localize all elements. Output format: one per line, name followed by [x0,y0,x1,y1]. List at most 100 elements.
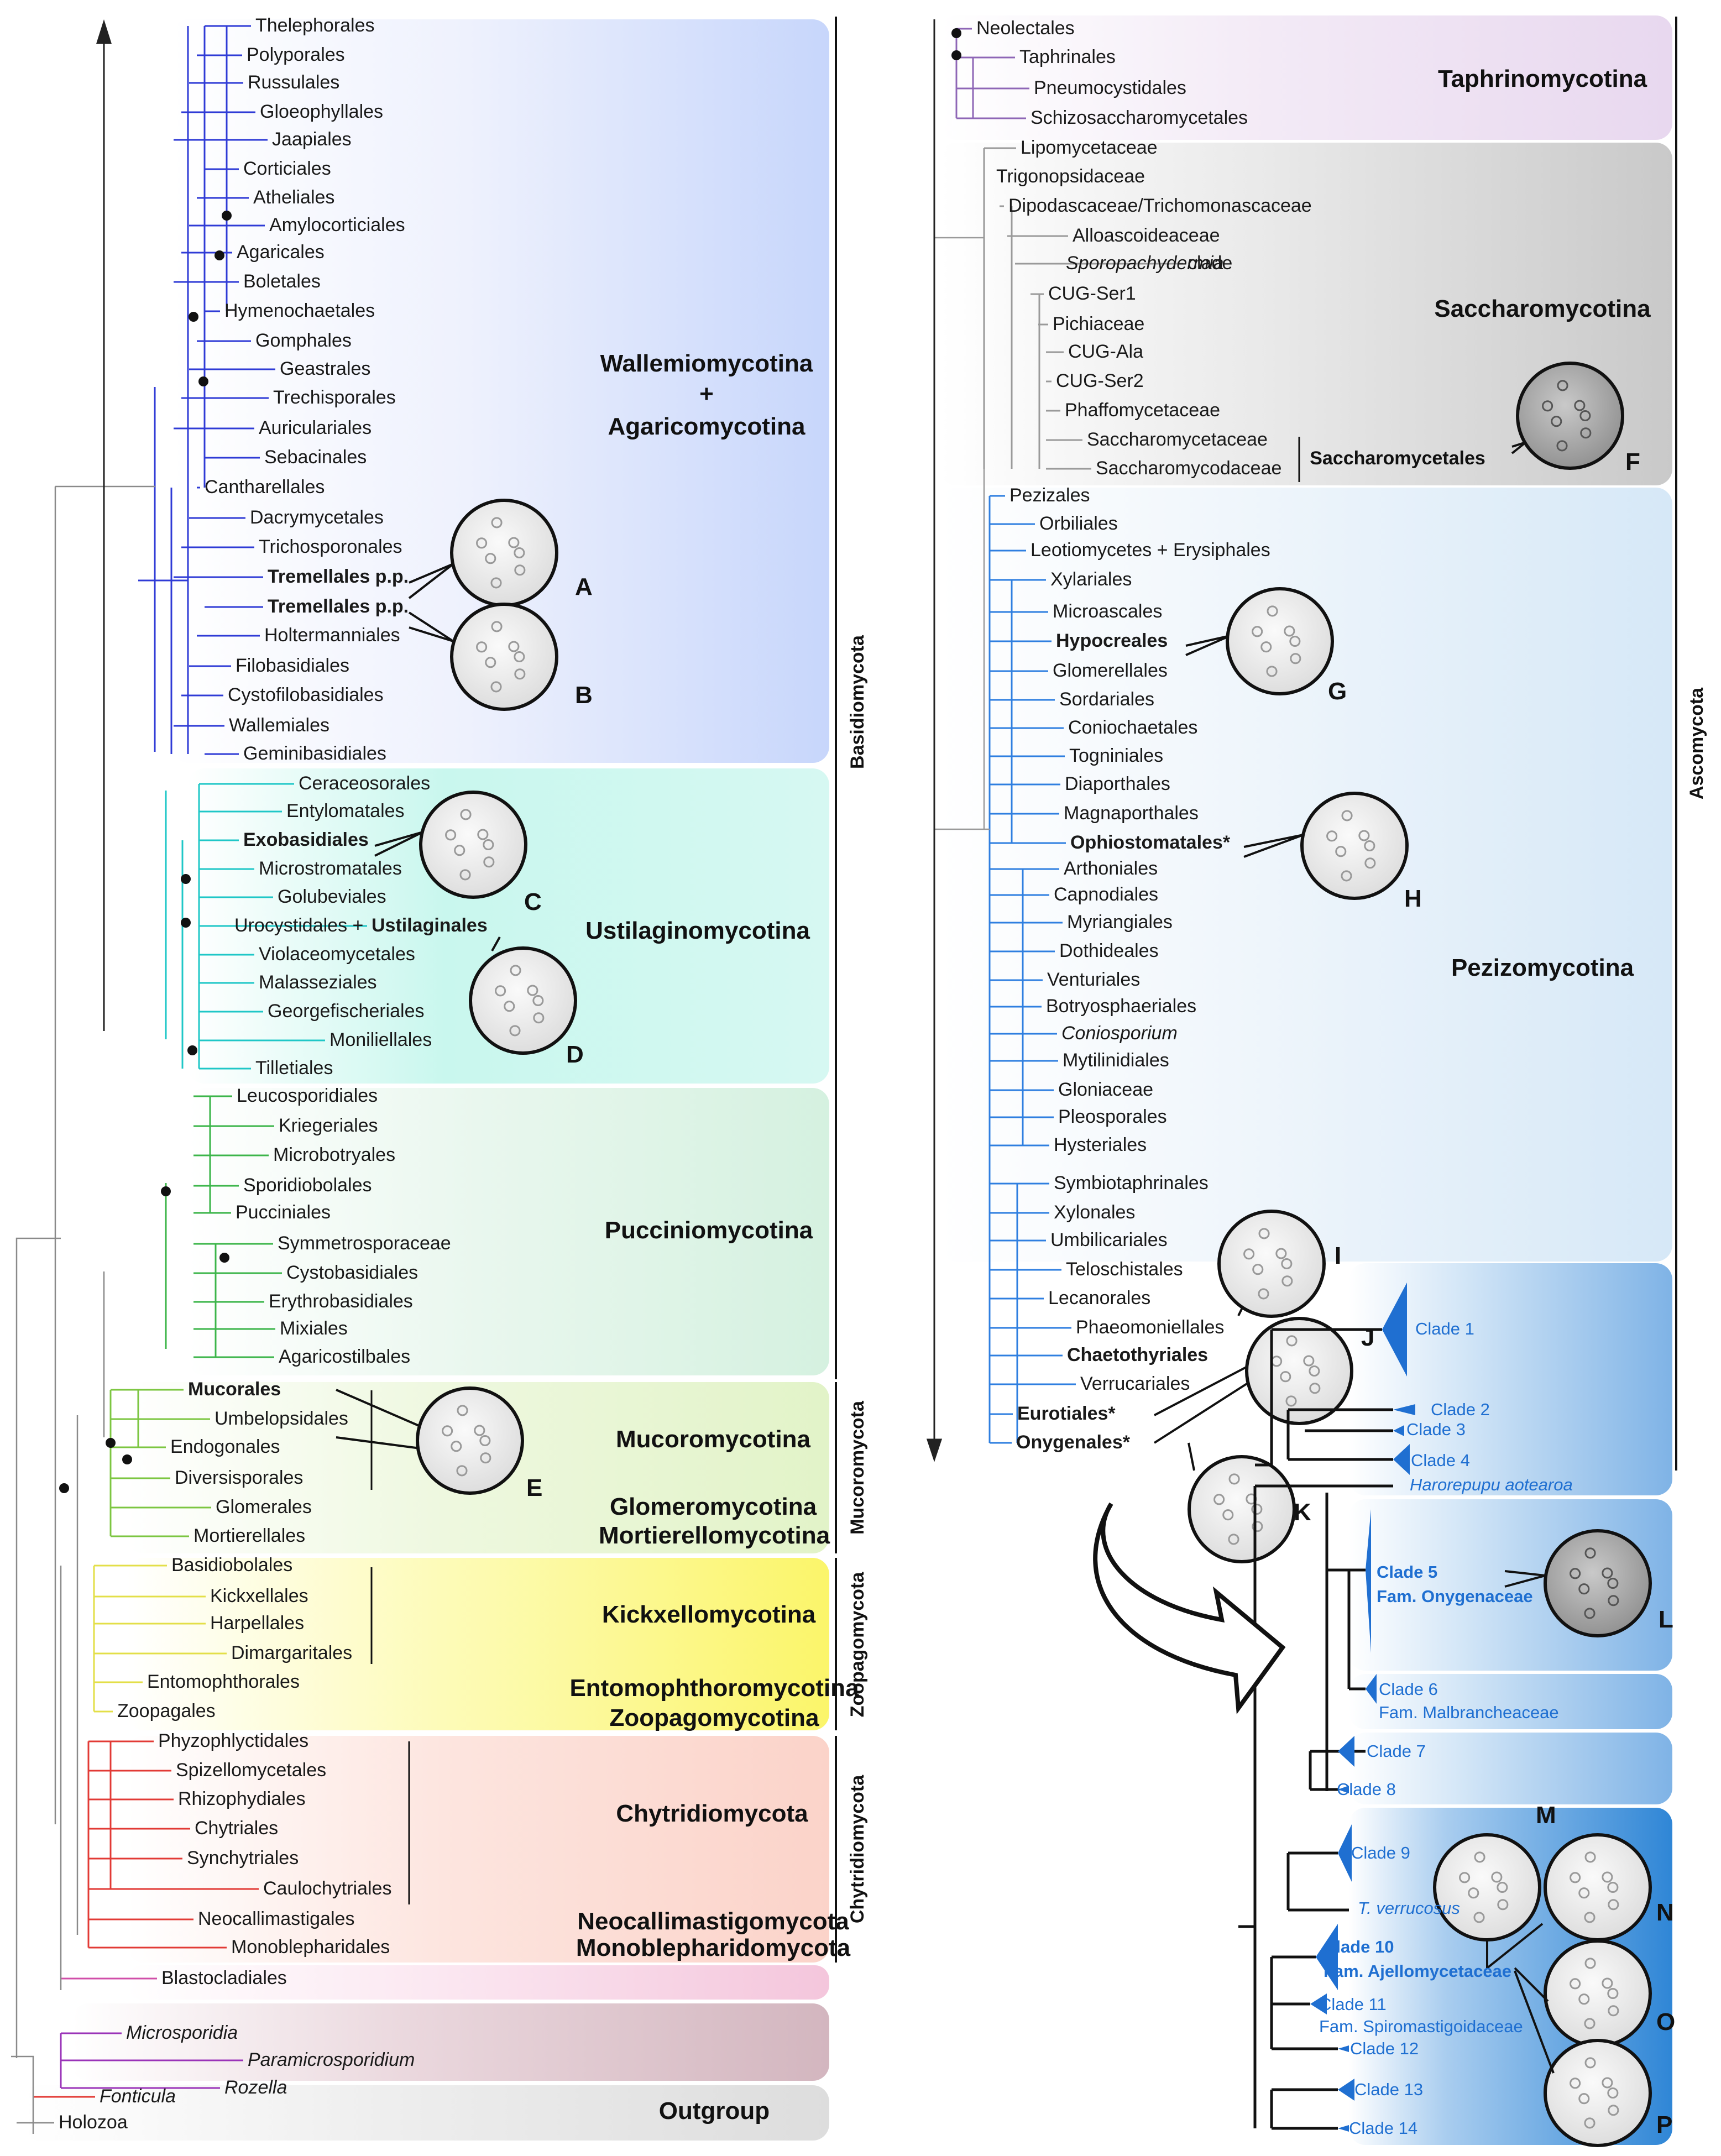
leaf-label-left: Basidiobolales [171,1555,292,1576]
clade-label: Clade 9 [1351,1843,1410,1862]
figure-letter: O [1656,2008,1675,2035]
leaf-label-left: Cystofilobasidiales [228,684,384,705]
leaf-label-right: Orbiliales [1039,513,1118,534]
collapsed-clade-triangle [1338,2079,1354,2101]
leaf-label-right: Gloniaceae [1058,1079,1153,1100]
leaf-label-right: Arthoniales [1064,858,1158,879]
leaf-label-right: Myriangiales [1067,912,1173,933]
figure-letter: K [1294,1499,1311,1526]
leaf-label-left: Jaapiales [272,129,352,150]
leaf-label-left: Atheliales [253,187,334,208]
leaf-label-left: Sporidiobolales [243,1175,372,1196]
group-label: Entomophthoromycotina [569,1674,859,1702]
clade-label: Fam. Malbrancheaceae [1379,1703,1559,1722]
leaf-label-left: Diversisporales [175,1467,303,1488]
axis-arrows [96,19,943,1462]
leaf-label-left: Golubeviales [278,886,386,907]
leaf-label-left: Trechisporales [273,387,396,408]
leaf-label-left: Tilletiales [255,1058,333,1079]
leaf-label-left: Thelephorales [255,15,374,36]
leaf-label-right: Ophiostomatales* [1070,832,1231,853]
box-ustilaginomycotina [188,768,829,1084]
leaf-label-left: Filobasidiales [236,655,349,676]
leaf-label-left: Holozoa [59,2112,128,2133]
leaf-label-left: Amylocorticiales [269,214,405,236]
clade-label: Clade 2 [1431,1400,1490,1419]
leaf-label-right: Sordariales [1059,689,1154,710]
leaf-label-left: Mixiales [280,1318,348,1339]
box-zoopagomycota [127,1558,829,1730]
leaf-label-left: Gomphales [255,330,352,351]
leaf-label-right: Coniochaetales [1068,717,1197,738]
leaf-label-right: Lecanorales [1048,1288,1150,1309]
leaf-label-left: Russulales [248,72,339,93]
clade-label: Clade 14 [1349,2118,1417,2138]
group-label: Ustilaginomycotina [585,917,810,944]
leaf-label-left: Exobasidiales [243,829,369,850]
support-dot [122,1454,132,1464]
micrograph-circle [1185,587,1334,695]
leaf-label-right: Pezizales [1009,485,1090,506]
group-label: Glomeromycotina [610,1493,817,1520]
leaf-label-left: Mucorales [188,1379,281,1400]
phylum-label: Chytridiomycota [847,1775,868,1923]
support-dot [189,312,198,322]
micrograph-circle [1544,1833,1652,1942]
micrograph-illustrations [336,362,1652,2147]
leaf-label-right: Saccharomycodaceae [1096,458,1281,479]
phylum-label: Zoopagomycota [847,1572,868,1718]
leaf-label-right: Pneumocystidales [1034,77,1186,98]
left-leaf-labels: ThelephoralesPolyporalesRussulalesGloeop… [59,15,488,2133]
leaf-label-left: Blastocladiales [161,1967,287,1988]
group-label: Mucoromycotina [616,1426,811,1453]
leaf-label-right: Hysteriales [1054,1134,1147,1155]
leaf-label-left: Gloeophyllales [260,101,383,122]
box-microsporidia [72,2003,829,2081]
leaf-label-right: Sporopachydermia [1066,253,1223,274]
leaf-label-left: Mortierellales [193,1525,305,1546]
leaf-label-left: Chytriales [195,1818,278,1839]
support-dot [198,376,208,386]
leaf-label-right: Trigonopsidaceae [996,166,1145,187]
leaf-label-left: Malasseziales [259,972,377,993]
phylum-label: Basidiomycota [847,635,868,769]
figure-letter: L [1659,1606,1673,1633]
support-dot [161,1186,171,1196]
leaf-label-right: Phaffomycetaceae [1065,400,1220,421]
collapsed-clade-triangle [1338,1786,1349,1793]
leaf-label-right: Eurotiales* [1017,1403,1116,1424]
box-agaricomycotina [171,19,829,763]
figure-letter: M [1536,1802,1556,1829]
leaf-label-right: Alloascoideaceae [1073,225,1220,246]
leaf-label-left: Geminibasidiales [243,743,386,764]
leaf-label-left: Ceraceosorales [299,773,430,794]
leaf-label-left: Violaceomycetales [259,944,415,965]
leaf-label-left: Agaricales [237,242,325,263]
leaf-label-left: Georgefischeriales [268,1001,424,1022]
collapsed-clade-triangle [1393,1425,1404,1436]
clade-label: T. verrucosus [1358,1898,1460,1918]
leaf-label-left: Rhizophydiales [178,1788,306,1809]
leaf-label-right: Magnaporthales [1064,803,1199,824]
leaf-label-right: CUG-Ser1 [1048,283,1136,304]
leaf-label-right: Verrucariales [1080,1373,1190,1394]
leaf-label-left: Polyporales [247,44,345,65]
clade-label: Clade 3 [1406,1420,1466,1439]
leaf-label-left: Spizellomycetales [176,1760,326,1781]
leaf-label-right: CUG-Ser2 [1056,370,1144,391]
group-label: Kickxellomycotina [602,1601,816,1628]
leaf-label-left: Endogonales [170,1436,280,1457]
leaf-label-left: Paramicrosporidium [248,2049,415,2070]
clade-label: Fam. Onygenaceae [1377,1587,1533,1606]
leaf-label-right: Dipodascaceae/Trichomonascaceae [1008,195,1312,216]
clade-label: Clade 5 [1377,1562,1437,1582]
right-group-boxes [940,15,1672,2145]
tree-branches [11,25,1183,2134]
leaf-label-left: Microsporidia [126,2022,238,2043]
collapsed-clade-triangle [1382,1283,1407,1377]
leaf-label-left: Erythrobasidiales [269,1291,413,1312]
figure-letter: N [1656,1899,1674,1926]
group-label: Saccharomycotina [1434,295,1651,322]
figure-letter: J [1361,1324,1374,1351]
